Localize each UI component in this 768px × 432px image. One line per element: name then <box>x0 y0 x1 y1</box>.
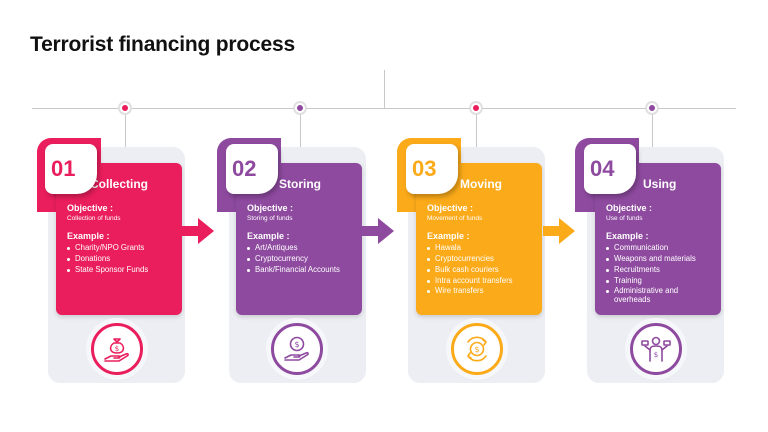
objective-label: Objective : <box>247 203 294 213</box>
step-card-2: Storing Objective : Storing of funds Exa… <box>236 163 362 315</box>
coin-hand-icon: $ <box>271 323 323 375</box>
arrow-right-icon <box>543 218 575 244</box>
example-item: Cryptocurrency <box>247 254 356 263</box>
example-item: Wire transfers <box>427 287 536 295</box>
objective-text: Movement of funds <box>427 215 483 222</box>
page-title: Terrorist financing process <box>30 33 295 56</box>
money-transfer-icon: $ <box>451 323 503 375</box>
step-name: Moving <box>460 177 502 191</box>
example-item: Bulk cash couriers <box>427 265 536 274</box>
svg-text:$: $ <box>115 345 119 353</box>
timeline-dot-2 <box>293 101 307 115</box>
arrow-right-icon <box>182 218 214 244</box>
objective-label: Objective : <box>427 203 474 213</box>
example-label: Example : <box>67 231 110 241</box>
example-item: Cryptocurrencies <box>427 254 536 263</box>
step-card-1: Collecting Objective : Collection of fun… <box>56 163 182 315</box>
example-list: Charity/NPO Grants Donations State Spons… <box>67 243 176 277</box>
money-person-icon: $ <box>630 323 682 375</box>
step-badge-2 <box>226 144 278 194</box>
example-item: Recruitments <box>606 265 715 274</box>
objective-text: Use of funds <box>606 215 643 222</box>
objective-label: Objective : <box>67 203 114 213</box>
example-item: Communication <box>606 243 715 252</box>
example-list: Hawala Cryptocurrencies Bulk cash courie… <box>427 243 536 298</box>
example-item: Art/Antiques <box>247 243 356 252</box>
example-label: Example : <box>427 231 470 241</box>
connector-line-3 <box>476 109 477 155</box>
step-badge-1 <box>45 144 97 194</box>
money-bag-hand-icon: $ <box>91 323 143 375</box>
timeline-dot-3 <box>469 101 483 115</box>
connector-line-4 <box>652 109 653 155</box>
step-badge-3 <box>406 144 458 194</box>
svg-text:$: $ <box>294 340 299 349</box>
arrow-right-icon <box>362 218 394 244</box>
example-item: Training <box>606 276 715 285</box>
connector-line-1 <box>125 109 126 155</box>
example-item: Charity/NPO Grants <box>67 243 176 252</box>
objective-text: Collection of funds <box>67 215 121 222</box>
example-item: Administrative and overheads <box>606 287 715 304</box>
timeline-dot-4 <box>645 101 659 115</box>
example-item: Weapons and materials <box>606 254 715 263</box>
connector-line-2 <box>300 109 301 155</box>
example-item: Hawala <box>427 243 536 252</box>
svg-text:$: $ <box>474 345 479 354</box>
objective-label: Objective : <box>606 203 653 213</box>
step-number-4: 04 <box>590 156 615 181</box>
example-list: Communication Weapons and materials Recr… <box>606 243 715 306</box>
step-badge-4 <box>584 144 636 194</box>
timeline-stem <box>384 70 385 109</box>
example-label: Example : <box>606 231 649 241</box>
example-item: Intra account transfers <box>427 276 536 285</box>
example-list: Art/Antiques Cryptocurrency Bank/Financi… <box>247 243 356 277</box>
step-name: Storing <box>279 177 321 191</box>
svg-text:$: $ <box>654 351 658 359</box>
step-number-2: 02 <box>232 156 257 181</box>
step-number-3: 03 <box>412 156 437 181</box>
example-item: Bank/Financial Accounts <box>247 265 356 274</box>
step-name: Collecting <box>90 177 149 191</box>
example-item: State Sponsor Funds <box>67 265 176 274</box>
objective-text: Storing of funds <box>247 215 293 222</box>
timeline-dot-1 <box>118 101 132 115</box>
example-label: Example : <box>247 231 290 241</box>
step-number-1: 01 <box>51 156 76 181</box>
step-name: Using <box>643 177 677 191</box>
example-item: Donations <box>67 254 176 263</box>
